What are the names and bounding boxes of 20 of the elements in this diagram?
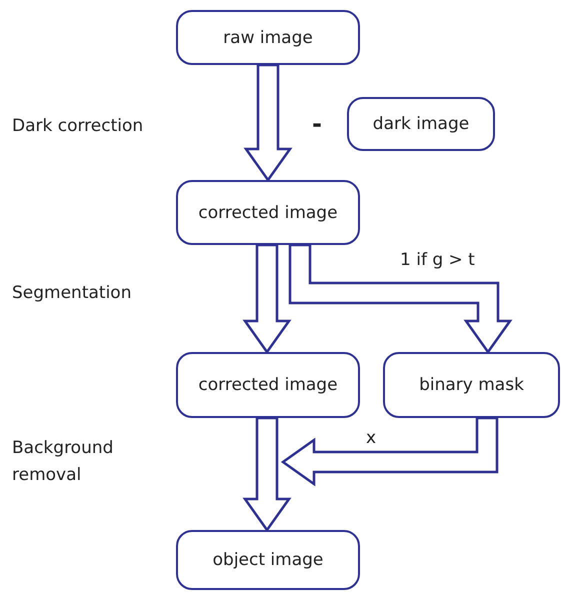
node-label: corrected image xyxy=(198,202,338,222)
process-box xyxy=(176,530,360,590)
node-label: object image xyxy=(212,550,324,570)
step-label: Background removal xyxy=(12,437,114,488)
node-label: corrected image xyxy=(198,375,338,395)
hollow-arrow xyxy=(244,64,292,182)
hollow-arrow xyxy=(242,244,292,354)
process-box xyxy=(176,180,360,245)
node-label: binary mask xyxy=(419,375,524,395)
operator-sign: - xyxy=(312,109,322,140)
step-label: Dark correction xyxy=(12,115,144,138)
hollow-arrow xyxy=(242,416,292,532)
step-label: Segmentation xyxy=(12,282,132,305)
node-label: raw image xyxy=(223,28,313,48)
process-box xyxy=(176,352,360,418)
process-box xyxy=(176,10,360,65)
process-box xyxy=(347,97,495,151)
node-label: dark image xyxy=(372,114,470,134)
process-box xyxy=(383,352,560,418)
hollow-arrow xyxy=(288,244,512,354)
